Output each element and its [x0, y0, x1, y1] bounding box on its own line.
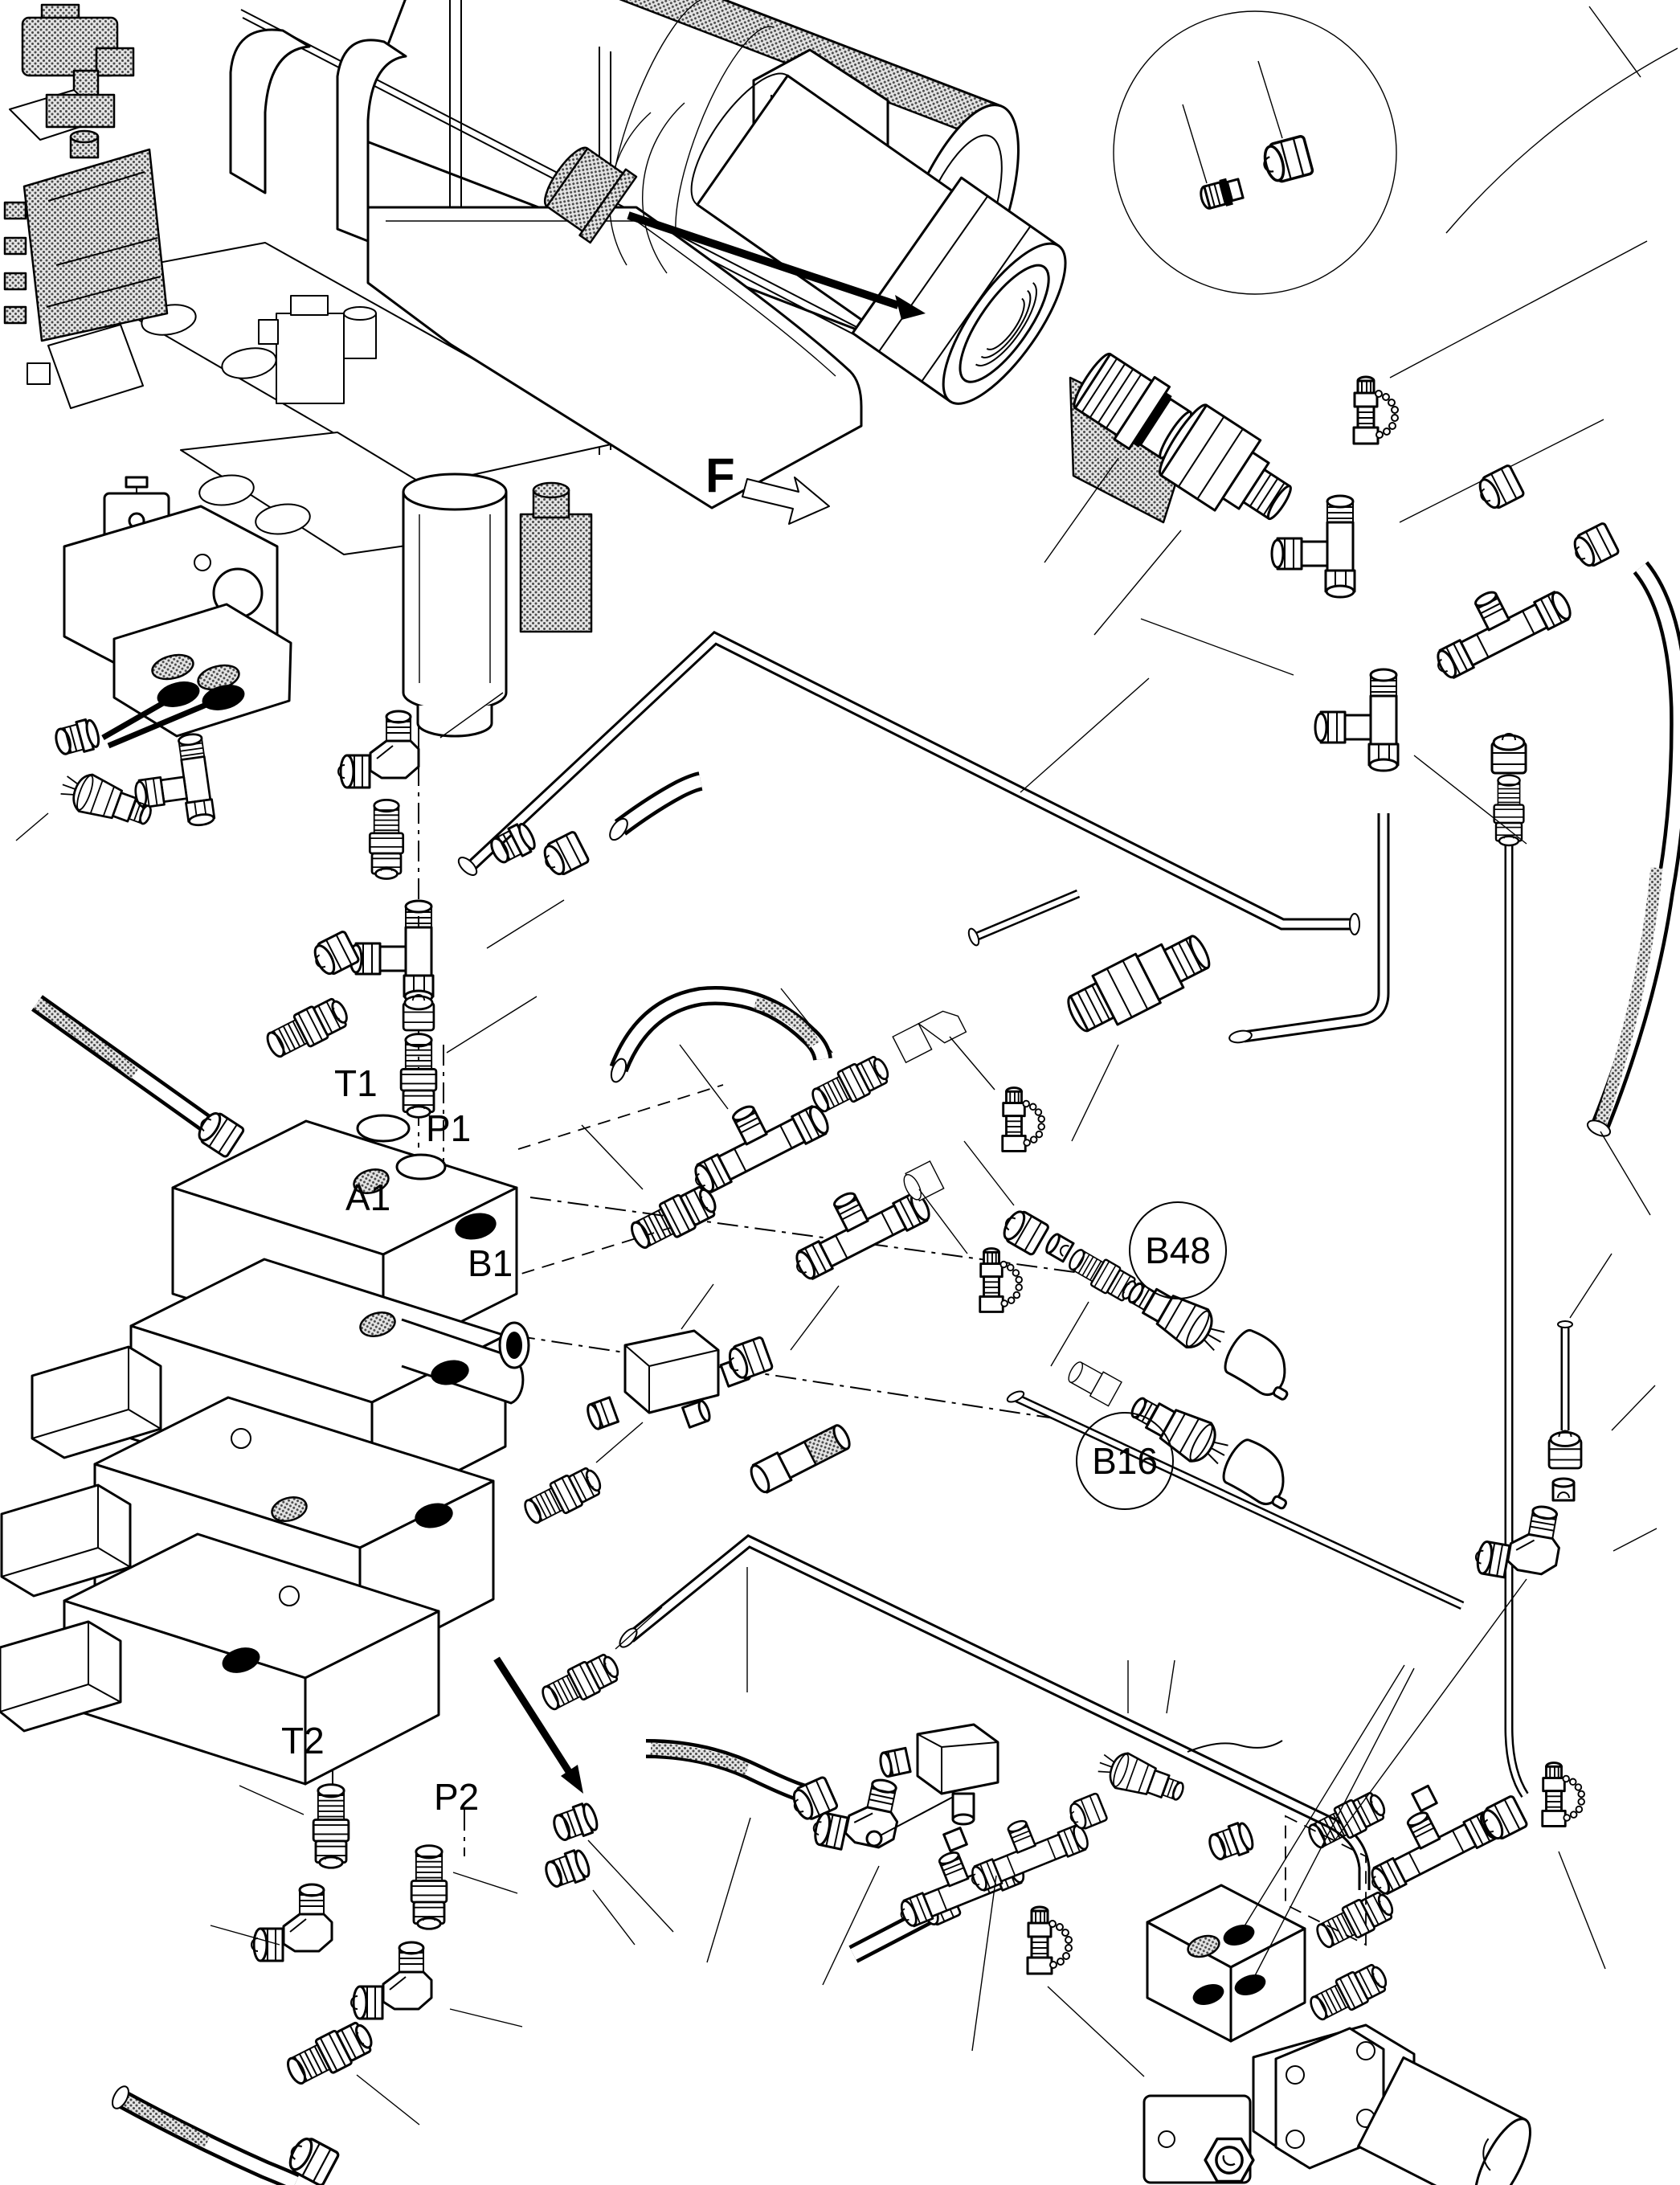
junction-block [518, 1283, 851, 1716]
port-a1 [353, 1168, 390, 1195]
bottom-middle-assembly [541, 1723, 1145, 2077]
port-t1-hole [356, 1114, 411, 1143]
port-label-t2: T2 [281, 1720, 325, 1762]
tank-strap [229, 28, 311, 194]
port-labels: T1 P1 A1 B1 T2 P2 [281, 1062, 513, 1818]
tank-strap [336, 39, 407, 243]
ghost-fitting [1068, 1361, 1122, 1407]
adapter-fittings-top [1044, 240, 1648, 847]
callout-label-b16: B16 [1092, 1440, 1158, 1482]
steel-tubes [457, 630, 1573, 1890]
valve-manifold-grey [3, 129, 169, 409]
ghost-elbow [892, 1010, 967, 1064]
t1-p1-fittings [260, 692, 703, 1119]
detail-circle [1113, 10, 1397, 295]
callout-label-b48: B48 [1145, 1230, 1211, 1271]
machine-frame [68, 0, 1678, 738]
bottom-right-assembly [1092, 1578, 1606, 2185]
bulkhead-union [1067, 935, 1211, 1033]
callout-circle-b48 [1129, 1201, 1227, 1299]
ghost-nut [903, 1160, 945, 1202]
pressure-sensors: B48 B16 [963, 1140, 1308, 1516]
hoses [31, 561, 1680, 2185]
view-label-f: F [705, 448, 735, 502]
plug-grey [543, 146, 638, 244]
reducer [1159, 403, 1292, 521]
threaded-coupling [543, 72, 1067, 405]
valve-block-stack [0, 1114, 530, 1786]
direction-arrow-icon [742, 477, 830, 525]
pilot-valve [519, 481, 593, 633]
port-p1-hole [395, 1153, 447, 1180]
filter-bracket [366, 206, 863, 509]
right-column-parts [1472, 1131, 1658, 1587]
port-label-a1: A1 [345, 1176, 390, 1218]
tee-with-test-nipple [885, 1827, 1028, 1930]
middle-fittings [581, 677, 1211, 1351]
port-b1 [455, 1213, 497, 1240]
callout-circle-b16 [1076, 1412, 1174, 1510]
solenoid-valve-bottom [1142, 2023, 1531, 2185]
valve-block-small [1146, 1884, 1306, 2043]
t2-p2-fittings [210, 1656, 674, 2126]
solenoid-valve-assembly [9, 3, 135, 141]
hose-stud [750, 1424, 851, 1494]
solenoid-valve [276, 313, 345, 404]
view-arrow-f: F [705, 448, 830, 525]
tee-test [1352, 1783, 1503, 1899]
sensor-with-cable [1092, 1744, 1190, 1811]
oil-filter [402, 473, 508, 738]
port-label-t1: T1 [334, 1062, 378, 1104]
port-label-p1: P1 [426, 1107, 471, 1149]
plug-small [1200, 178, 1245, 210]
test-valve-block [865, 1723, 999, 1847]
port-label-b1: B1 [468, 1242, 513, 1284]
left-solenoid-valve [15, 476, 292, 841]
port-label-p2: P2 [434, 1776, 479, 1818]
sensor-cap [1218, 1324, 1308, 1406]
sensor-b48 [1119, 1270, 1233, 1362]
